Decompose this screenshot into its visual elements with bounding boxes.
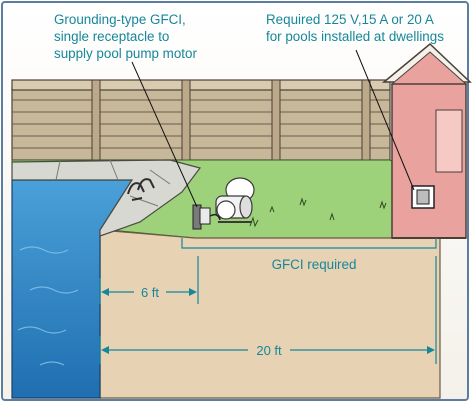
fence [11,79,391,161]
pool-gfci-receptacle [192,204,221,230]
dimension-20ft [99,256,437,364]
gfci-callout-line-1: Grounding-type GFCI, [54,12,186,27]
dwelling-callout-line-2: for pools installed at dwellings [266,29,444,44]
leader-line-dwelling [355,49,415,191]
gfci-receptacle-callout: Grounding-type GFCI, single receptacle t… [54,12,197,61]
dwelling-callout-line-1: Required 125 V,15 A or 20 A [266,12,434,27]
zone-label-background [262,254,366,274]
dimension-20ft-label: 20 ft [256,343,282,358]
gfci-zone-bracket [181,238,437,249]
gfci-callout-line-3: supply pool pump motor [54,46,197,61]
dimension-6ft [99,256,199,304]
dwelling-receptacle [411,185,435,209]
pool-deck [11,159,202,237]
leader-line-gfci [131,61,198,208]
dwelling-receptacle-callout: Required 125 V,15 A or 20 A for pools in… [266,12,444,44]
gfci-callout-line-2: single receptacle to [54,29,169,44]
gfci-required-label: GFCI required [272,257,357,272]
house [381,42,472,239]
grass-tufts [249,197,387,228]
pump-motor [215,177,255,223]
pool-ladder [127,178,155,201]
dimension-6ft-label: 6 ft [141,285,159,300]
